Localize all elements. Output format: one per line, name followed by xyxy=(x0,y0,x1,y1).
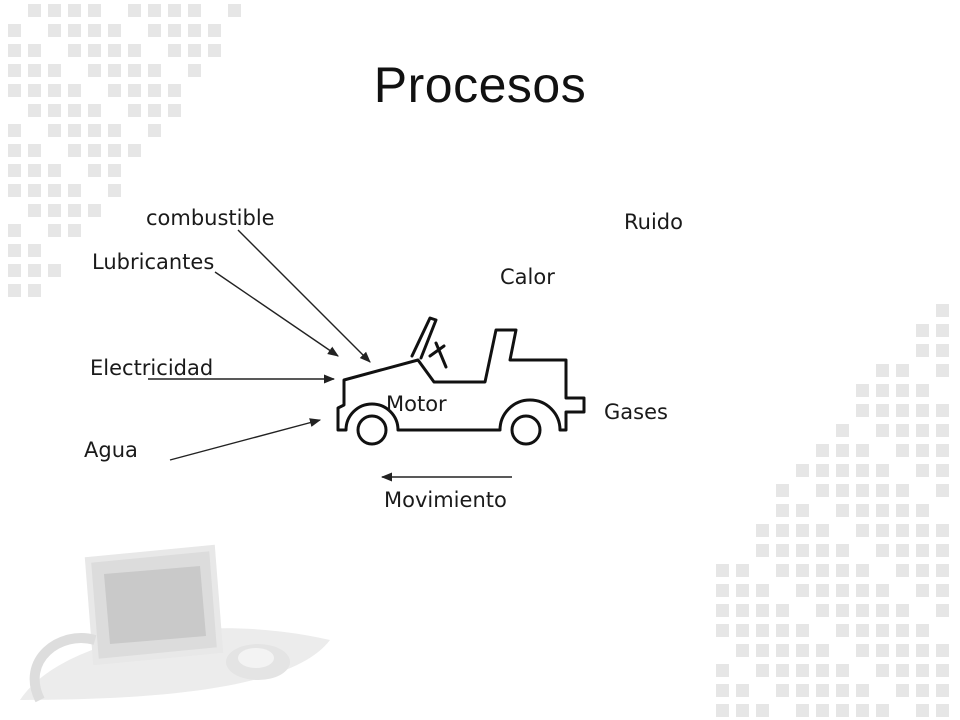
label-calor: Calor xyxy=(500,265,555,289)
decorative-squares-right xyxy=(716,304,949,717)
label-gases: Gases xyxy=(604,400,668,424)
label-ruido: Ruido xyxy=(624,210,683,234)
label-lubricantes: Lubricantes xyxy=(92,250,215,274)
decorative-squares-top-left xyxy=(8,4,241,297)
arrow-lubricantes xyxy=(214,271,339,357)
label-electricidad: Electricidad xyxy=(90,356,214,380)
label-motor: Motor xyxy=(386,392,447,416)
page-title: Procesos xyxy=(373,57,587,113)
car-outline-icon xyxy=(336,316,586,446)
computer-illustration xyxy=(20,544,330,703)
arrow-combustible xyxy=(237,229,371,363)
arrow-agua xyxy=(169,418,322,461)
label-combustible: combustible xyxy=(146,206,275,230)
label-movimiento: Movimiento xyxy=(384,488,507,512)
label-agua: Agua xyxy=(84,438,138,462)
